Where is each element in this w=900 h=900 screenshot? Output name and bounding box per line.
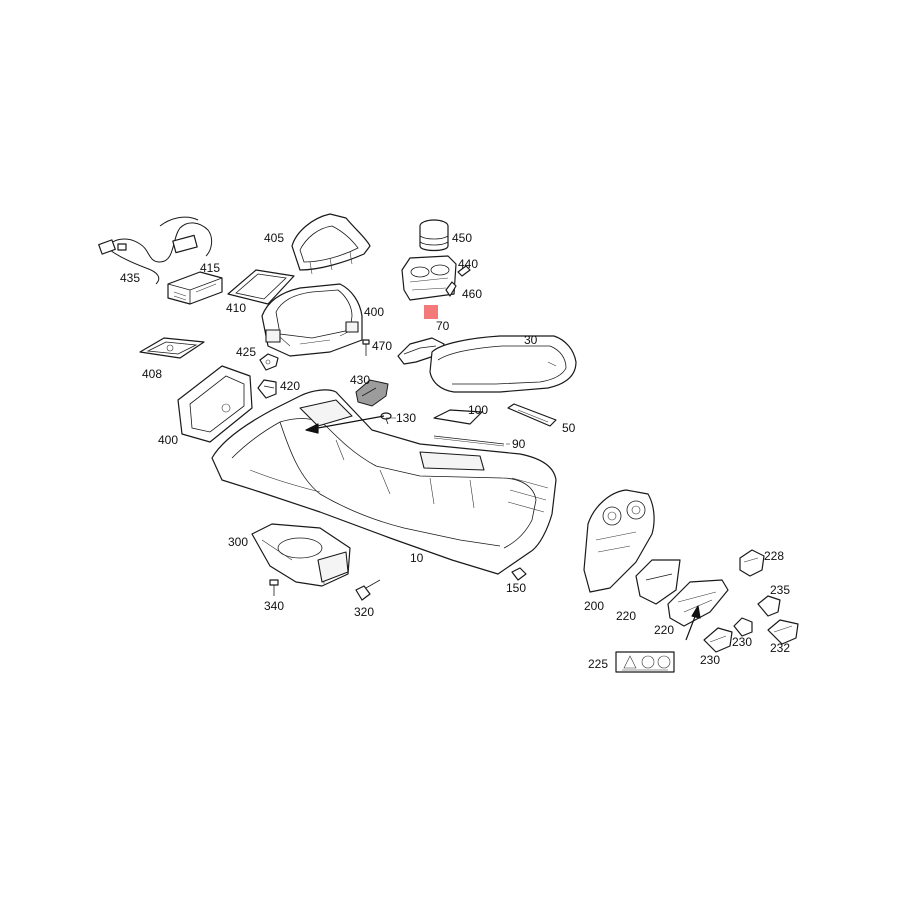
label-425: 425 bbox=[236, 345, 256, 359]
label-90: 90 bbox=[512, 437, 526, 451]
part-200-vent-bezel bbox=[583, 489, 655, 593]
part-150-nut bbox=[511, 567, 527, 581]
part-90-rod bbox=[433, 435, 505, 447]
label-228: 228 bbox=[764, 549, 784, 563]
part-400-side-panel bbox=[177, 365, 253, 443]
label-300: 300 bbox=[228, 535, 248, 549]
label-232: 232 bbox=[770, 641, 790, 655]
label-400-upper: 400 bbox=[364, 305, 384, 319]
label-460: 460 bbox=[462, 287, 482, 301]
part-50-rail bbox=[507, 403, 557, 427]
part-460-clip bbox=[445, 265, 471, 297]
leader-lines bbox=[305, 415, 701, 641]
label-235: 235 bbox=[770, 583, 790, 597]
label-225: 225 bbox=[588, 657, 608, 671]
part-100-pad bbox=[433, 409, 483, 425]
label-440: 440 bbox=[458, 257, 478, 271]
label-408: 408 bbox=[142, 367, 162, 381]
part-470-screw bbox=[362, 339, 370, 356]
label-400-lower: 400 bbox=[158, 433, 178, 447]
highlight-marker bbox=[424, 305, 438, 319]
part-408-tray-mat bbox=[139, 337, 205, 359]
part-410-frame-insert bbox=[227, 269, 295, 305]
part-450-cup-insert bbox=[419, 219, 449, 252]
label-200: 200 bbox=[584, 599, 604, 613]
label-100: 100 bbox=[468, 403, 488, 417]
part-400-storage-compartment bbox=[261, 283, 363, 357]
part-235-switch bbox=[757, 595, 781, 617]
part-230-switch-upper bbox=[733, 617, 753, 637]
part-225-warning-label bbox=[615, 651, 675, 673]
label-150: 150 bbox=[506, 581, 526, 595]
label-420: 420 bbox=[280, 379, 300, 393]
label-435: 435 bbox=[120, 271, 140, 285]
part-415-control-module bbox=[167, 271, 223, 305]
label-415: 415 bbox=[200, 261, 220, 275]
label-10: 10 bbox=[410, 551, 424, 565]
label-220-upper: 220 bbox=[616, 609, 636, 623]
label-470: 470 bbox=[372, 339, 392, 353]
label-410: 410 bbox=[226, 301, 246, 315]
label-405: 405 bbox=[264, 231, 284, 245]
label-50: 50 bbox=[562, 421, 576, 435]
part-220-storage-bin-lower bbox=[667, 579, 729, 627]
part-228-switch bbox=[739, 549, 765, 577]
part-425-switch bbox=[259, 353, 279, 371]
label-450: 450 bbox=[452, 231, 472, 245]
label-30: 30 bbox=[524, 333, 538, 347]
part-220-storage-bin-upper bbox=[635, 559, 681, 605]
part-340-bolt bbox=[269, 579, 279, 596]
part-405-storage-lid bbox=[291, 213, 371, 275]
label-340: 340 bbox=[264, 599, 284, 613]
part-230-switch-lower bbox=[703, 627, 733, 653]
part-number-labels: 435 415 405 410 400 450 440 460 70 30 40… bbox=[120, 231, 790, 671]
part-440-cup-holder bbox=[401, 255, 457, 301]
part-130-bolt bbox=[380, 412, 392, 425]
label-230-upper: 230 bbox=[732, 635, 752, 649]
part-420-connector bbox=[257, 379, 277, 399]
part-320-clip bbox=[355, 579, 381, 601]
part-435-cable-harness bbox=[98, 216, 213, 285]
part-232-switch bbox=[767, 619, 799, 645]
part-30-armrest bbox=[429, 335, 577, 393]
label-430: 430 bbox=[350, 373, 370, 387]
part-430-wireless-charger bbox=[355, 379, 389, 407]
part-300-shifter-base bbox=[251, 523, 351, 587]
label-320: 320 bbox=[354, 605, 374, 619]
label-230-lower: 230 bbox=[700, 653, 720, 667]
part-10-center-console bbox=[211, 389, 557, 575]
label-220-lower: 220 bbox=[654, 623, 674, 637]
label-70: 70 bbox=[436, 319, 450, 333]
label-130: 130 bbox=[396, 411, 416, 425]
